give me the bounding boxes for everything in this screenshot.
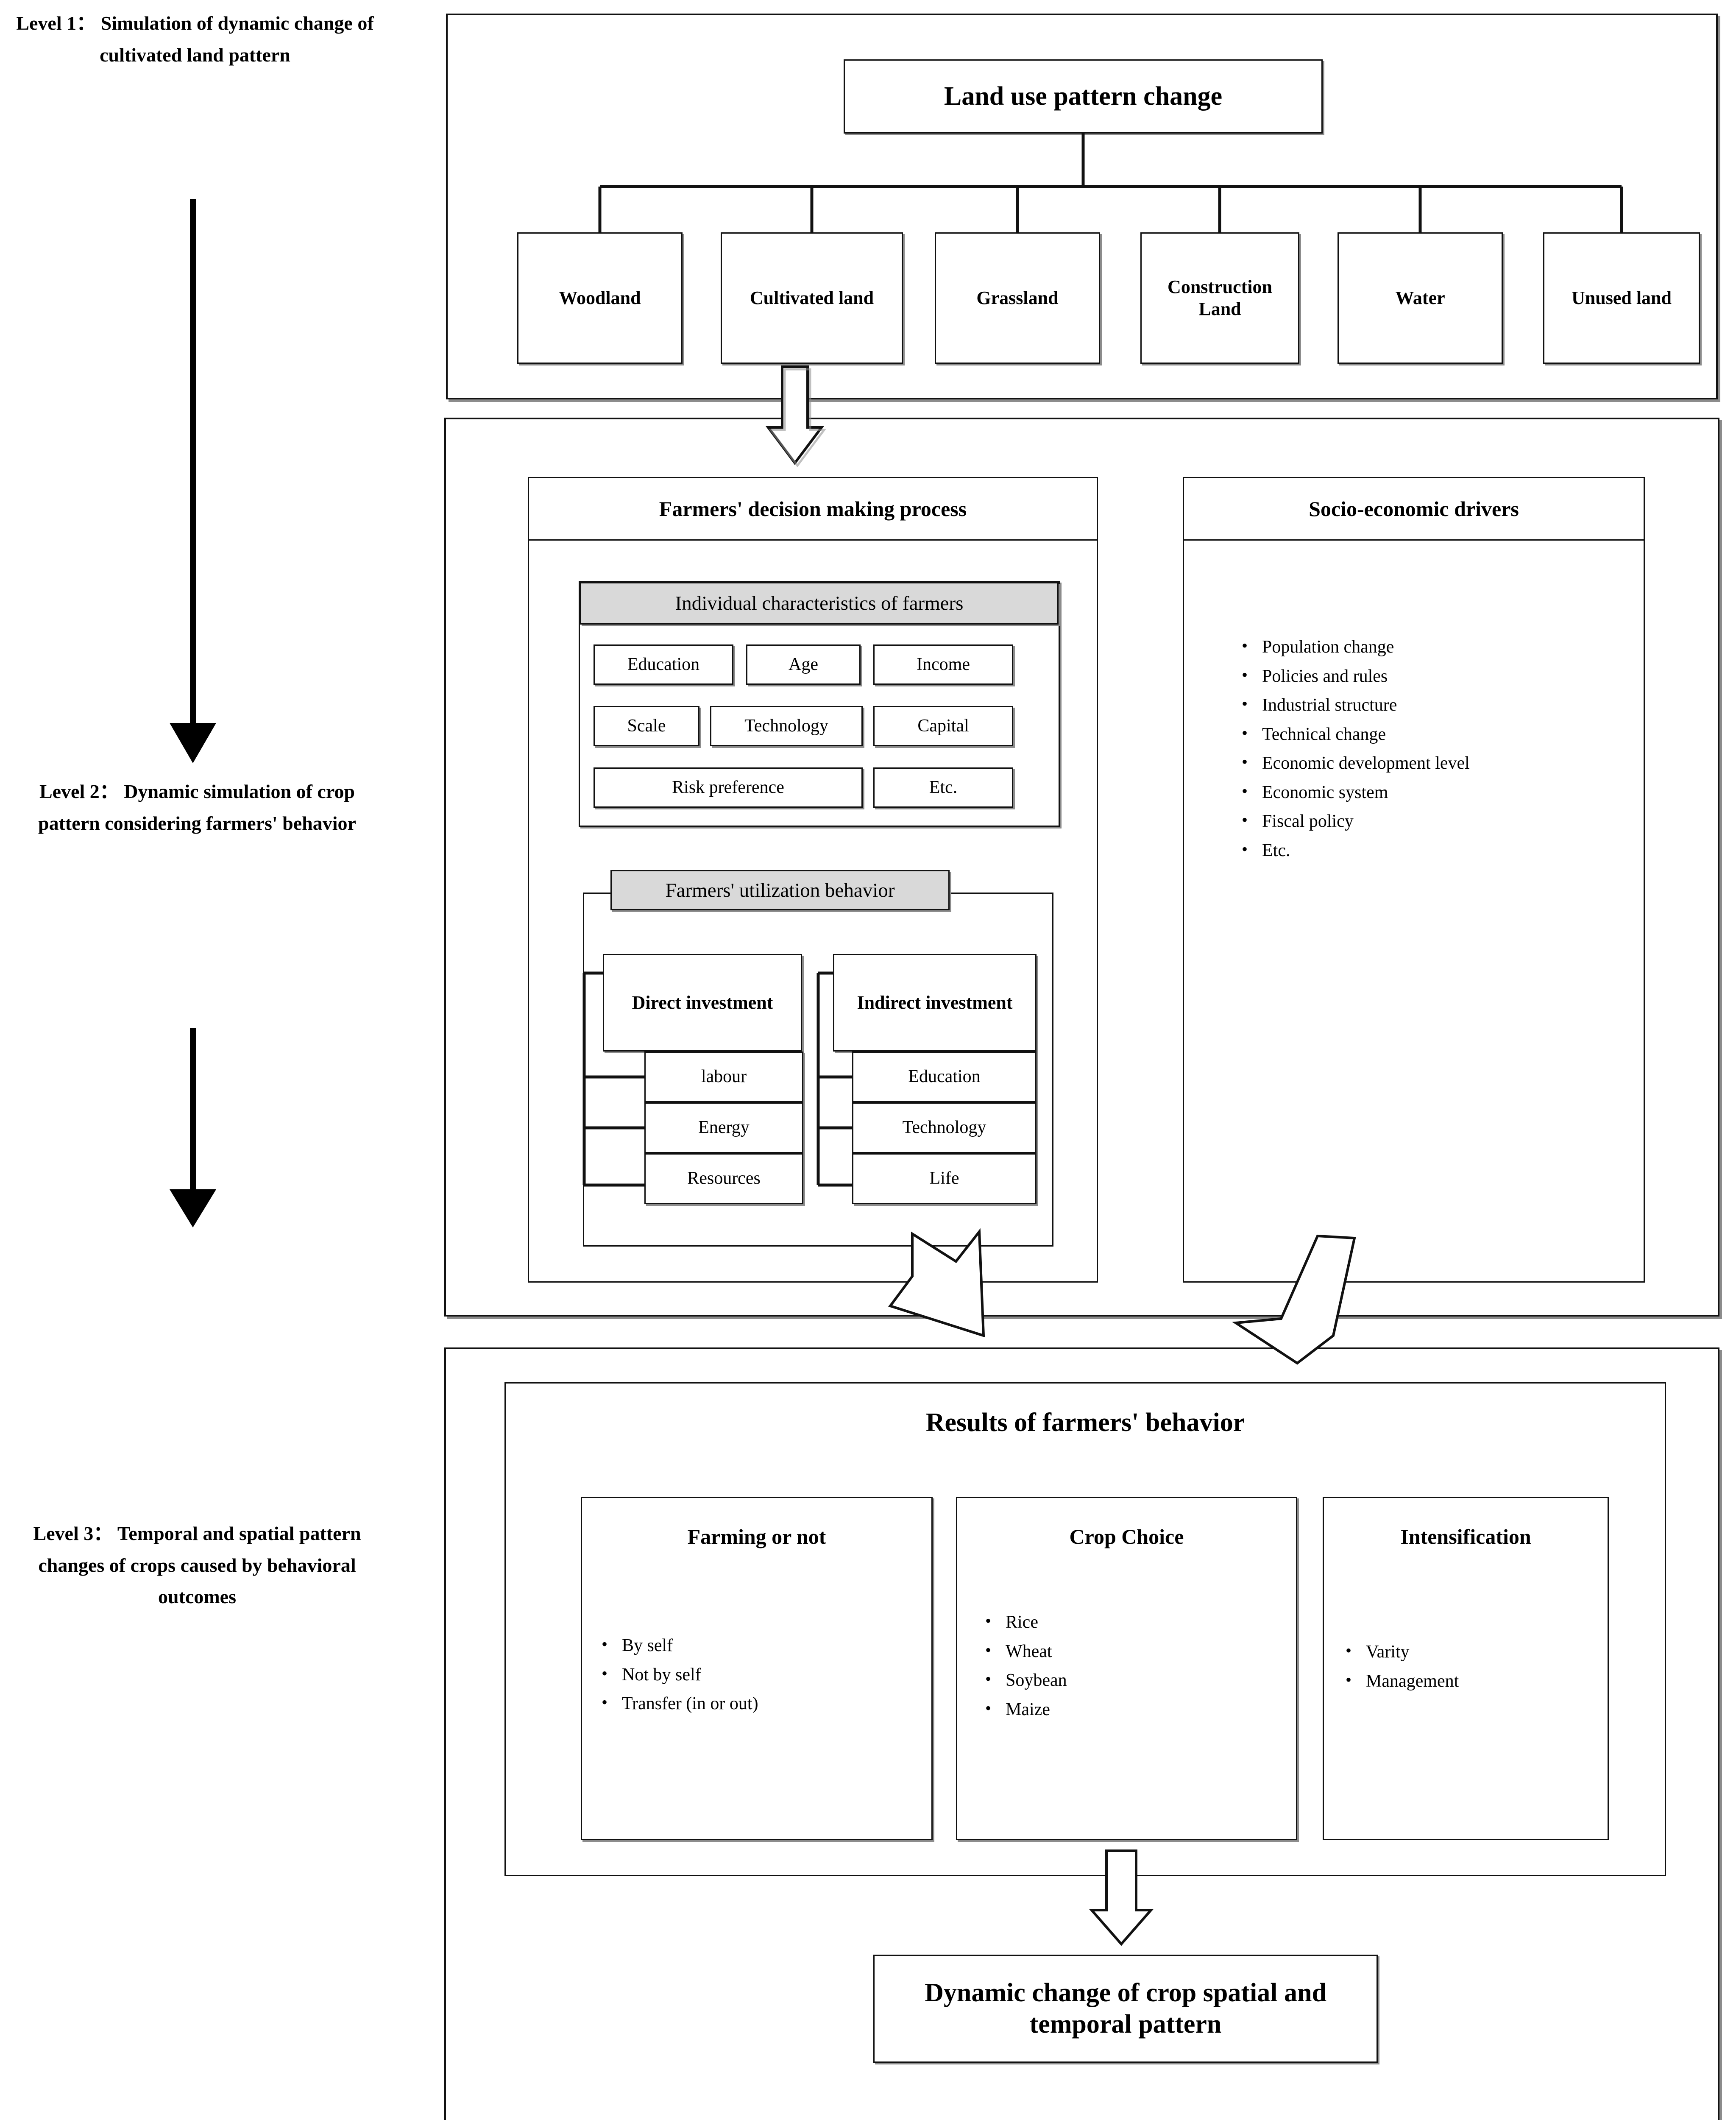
result-column-title-crop-choice: Crop Choice [1069, 1525, 1184, 1548]
direct-investment-item-labour[interactable]: labour [644, 1052, 803, 1102]
level-3-label: Level 3： Temporal and spatial pattern ch… [33, 1523, 361, 1608]
socio-economic-drivers-title: Socio-economic drivers [1183, 477, 1645, 541]
direct-investment-item-energy[interactable]: Energy [644, 1102, 803, 1153]
list-item: Rice [979, 1610, 1289, 1634]
list-item: Transfer (in or out) [596, 1692, 931, 1715]
characteristic-education[interactable]: Education [594, 644, 733, 685]
list-item: Soybean [979, 1668, 1289, 1692]
driver-item: Economic development level [1236, 751, 1617, 775]
list-item: Not by self [596, 1663, 931, 1686]
socio-economic-drivers-panel [1183, 477, 1645, 1283]
characteristic-scale[interactable]: Scale [594, 706, 699, 746]
driver-item: Fiscal policy [1236, 809, 1617, 833]
characteristic-capital[interactable]: Capital [873, 706, 1013, 746]
characteristic-technology[interactable]: Technology [710, 706, 863, 746]
driver-item: Policies and rules [1236, 664, 1617, 688]
individual-characteristics-header: Individual characteristics of farmers [580, 582, 1059, 625]
driver-item: Technical change [1236, 722, 1617, 746]
category-grassland[interactable]: Grassland [935, 232, 1100, 364]
indirect-investment-item-education[interactable]: Education [852, 1052, 1037, 1102]
characteristic-income[interactable]: Income [873, 644, 1013, 685]
direct-investment-item-resources[interactable]: Resources [644, 1153, 803, 1204]
crop-choice-list: Rice Wheat Soybean Maize [979, 1610, 1289, 1727]
category-cultivated-land[interactable]: Cultivated land [721, 232, 903, 364]
results-of-farmers-behavior-title: Results of farmers' behavior [925, 1408, 1245, 1437]
list-item: Varity [1340, 1640, 1607, 1663]
category-woodland[interactable]: Woodland [517, 232, 683, 364]
level-2-label: Level 2： Dynamic simulation of crop patt… [38, 781, 356, 834]
level-1-label: Level 1： Simulation of dynamic change of… [16, 12, 374, 66]
outcome-box-dynamic-change[interactable]: Dynamic change of crop spatial and tempo… [873, 1955, 1378, 2063]
result-column-title-farming-or-not: Farming or not [687, 1525, 826, 1548]
direct-investment-box[interactable]: Direct investment [603, 954, 802, 1052]
driver-item: Etc. [1236, 839, 1617, 862]
farmers-utilization-header: Farmers' utilization behavior [610, 870, 950, 910]
result-column-intensification [1323, 1497, 1609, 1840]
indirect-investment-item-life[interactable]: Life [852, 1153, 1037, 1204]
list-item: Maize [979, 1698, 1289, 1721]
root-node-land-use-pattern-change[interactable]: Land use pattern change [844, 59, 1323, 134]
list-item: Wheat [979, 1640, 1289, 1663]
characteristic-age[interactable]: Age [746, 644, 861, 685]
category-unused-land[interactable]: Unused land [1543, 232, 1700, 364]
driver-item: Economic system [1236, 781, 1617, 804]
category-water[interactable]: Water [1338, 232, 1503, 364]
farmers-decision-title: Farmers' decision making process [528, 477, 1098, 541]
driver-item: Industrial structure [1236, 693, 1617, 717]
level2-to-level3-arrow [170, 1028, 216, 1227]
category-construction-land[interactable]: Construction Land [1140, 232, 1299, 364]
socio-economic-drivers-list: Population change Policies and rules Ind… [1236, 635, 1617, 868]
result-column-crop-choice [956, 1497, 1297, 1840]
indirect-investment-box[interactable]: Indirect investment [833, 954, 1037, 1052]
characteristic-etc[interactable]: Etc. [873, 767, 1013, 808]
indirect-investment-item-technology[interactable]: Technology [852, 1102, 1037, 1153]
level1-to-level2-arrow [170, 199, 216, 763]
characteristic-risk-preference[interactable]: Risk preference [594, 767, 863, 808]
list-item: By self [596, 1634, 931, 1657]
driver-item: Population change [1236, 635, 1617, 658]
list-item: Management [1340, 1669, 1607, 1693]
farming-or-not-list: By self Not by self Transfer (in or out) [596, 1634, 931, 1722]
result-column-title-intensification: Intensification [1400, 1525, 1531, 1548]
intensification-list: Varity Management [1340, 1640, 1607, 1699]
